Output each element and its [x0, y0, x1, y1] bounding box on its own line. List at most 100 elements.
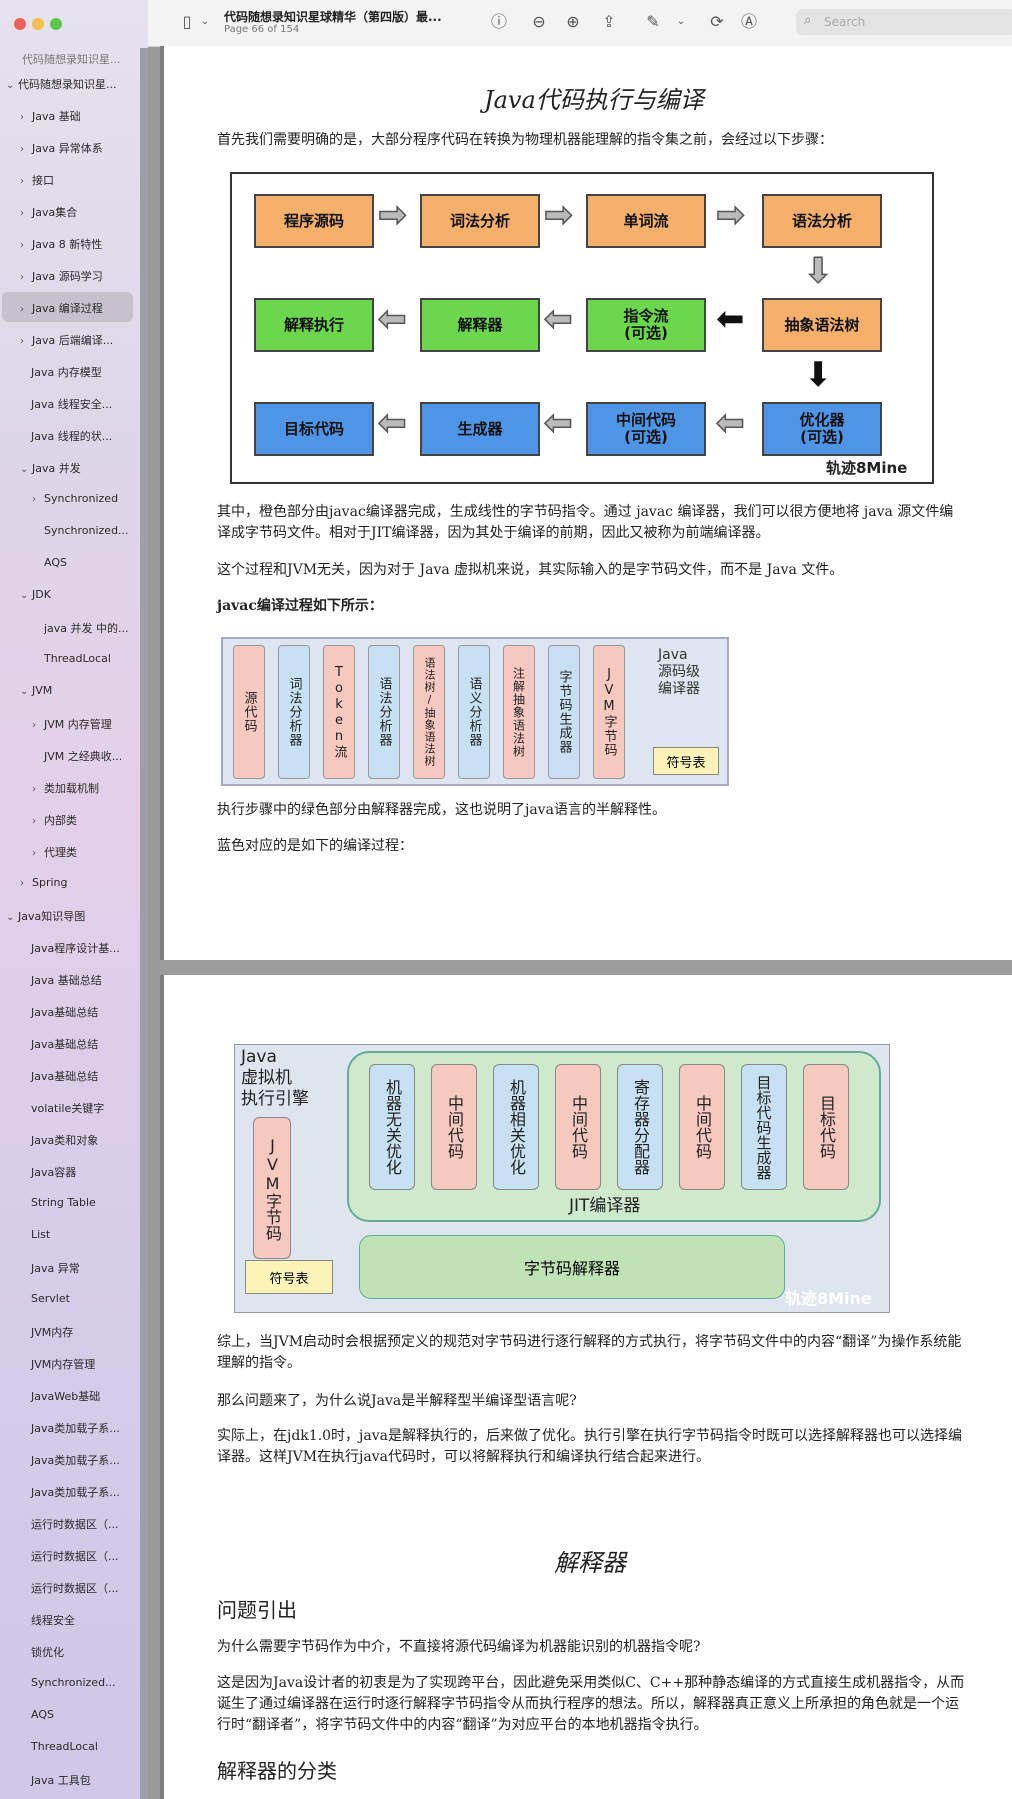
paragraph: 执行步骤中的绿色部分由解释器完成，这也说明了java语言的半解释性。 — [217, 802, 666, 818]
chevron-down-icon[interactable]: ⌄ — [676, 16, 686, 27]
zoom-window-button[interactable] — [50, 18, 62, 30]
sidebar-item[interactable]: ›Java 后端编译... — [20, 332, 113, 348]
sidebar-item[interactable]: ›JVM 内存管理 — [32, 716, 112, 732]
symbol-table-label: 符号表 — [653, 747, 719, 775]
sidebar-item[interactable]: ›代理类 — [32, 844, 77, 860]
chevron-down-icon[interactable]: ⌄ — [200, 16, 210, 27]
document-title: 代码随想录知识星球精华（第四版）最... — [224, 10, 442, 24]
sidebar-item[interactable]: Synchronized... — [44, 524, 129, 537]
sidebar-item[interactable]: Java基础总结 — [31, 1004, 98, 1020]
sidebar-item[interactable]: Java类和对象 — [31, 1132, 98, 1148]
sidebar-item[interactable]: ⌄Java 并发 — [20, 460, 81, 476]
sidebar-item[interactable]: Synchronized... — [31, 1676, 116, 1689]
sidebar-item-label: JDK — [32, 588, 51, 601]
sidebar-item[interactable]: Java 异常 — [31, 1260, 80, 1276]
sidebar-item[interactable]: AQS — [31, 1708, 54, 1721]
sidebar-item[interactable]: Java基础总结 — [31, 1068, 98, 1084]
zoom-in-icon[interactable]: ⊕ — [566, 12, 580, 31]
zoom-out-icon[interactable]: ⊖ — [532, 12, 546, 31]
sidebar-item-label: JVM内存 — [31, 1326, 74, 1339]
sidebar-item[interactable]: ›Java 8 新特性 — [20, 236, 102, 252]
sidebar-item[interactable]: String Table — [31, 1196, 96, 1209]
arrow-right-icon: ➡ — [715, 195, 745, 235]
sidebar-item[interactable]: ›接口 — [20, 172, 54, 188]
sidebar-item[interactable]: JVM内存 — [31, 1324, 73, 1340]
sidebar-item-label: Java 线程的状... — [31, 430, 113, 443]
diagram-cell: 语法树/抽象语法树 — [413, 645, 445, 779]
sidebar-item[interactable]: Java程序设计基... — [31, 940, 120, 956]
sidebar-item[interactable]: JavaWeb基础 — [31, 1388, 100, 1404]
diagram-watermark: 轨迹8Mine — [826, 459, 908, 477]
sidebar-item[interactable]: ⌄JVM — [20, 684, 52, 697]
sidebar-item[interactable]: 锁优化 — [31, 1644, 64, 1660]
sidebar-item[interactable]: ThreadLocal — [31, 1740, 98, 1753]
sidebar-item[interactable]: volatile关键字 — [31, 1100, 104, 1116]
sidebar-item[interactable]: Java类加载子系... — [31, 1484, 120, 1500]
sidebar-item[interactable]: 运行时数据区（... — [31, 1516, 119, 1532]
sidebar-item[interactable]: JVM 之经典收... — [44, 748, 122, 764]
window-controls — [14, 15, 68, 34]
minimize-window-button[interactable] — [32, 18, 44, 30]
sidebar-item[interactable]: Java 工具包 — [31, 1772, 91, 1788]
annotate-icon[interactable]: Ⓐ — [740, 12, 757, 31]
sidebar-item[interactable]: JVM内存管理 — [31, 1356, 95, 1372]
sidebar-item[interactable]: ›Java集合 — [20, 204, 77, 220]
sidebar-item[interactable]: ThreadLocal — [44, 652, 111, 665]
sidebar-item[interactable]: 线程安全 — [31, 1612, 75, 1628]
arrow-left-icon: ⬅ — [543, 299, 573, 339]
section-heading: 解释器的分类 — [217, 1759, 337, 1783]
jit-label: JIT编译器 — [569, 1196, 641, 1216]
sidebar-item-label: Synchronized — [44, 492, 119, 505]
chevron-right-icon: › — [20, 336, 24, 347]
sidebar-item-label: Java 内存模型 — [31, 366, 102, 379]
sidebar-item[interactable]: Servlet — [31, 1292, 70, 1305]
paragraph: 蓝色对应的是如下的编译过程： — [217, 838, 413, 854]
diagram-box: 单词流 — [586, 194, 706, 248]
sidebar-item[interactable]: ›Java 异常体系 — [20, 140, 103, 156]
sidebar-item[interactable]: Java基础总结 — [31, 1036, 98, 1052]
sidebar-item[interactable]: Java类加载子系... — [31, 1420, 120, 1436]
sidebar-scrollbar[interactable] — [140, 48, 148, 1799]
sidebar-item[interactable]: ›内部类 — [32, 812, 77, 828]
sidebar-item[interactable]: List — [31, 1228, 50, 1241]
sidebar-item[interactable]: Java容器 — [31, 1164, 76, 1180]
arrow-left-icon: ⬅ — [716, 299, 745, 339]
diagram-box: 程序源码 — [254, 194, 374, 248]
diagram-box: 解释器 — [420, 298, 540, 352]
sidebar-toggle-icon[interactable]: ▯ — [182, 12, 192, 31]
sidebar-item[interactable]: Java类加载子系... — [31, 1452, 120, 1468]
sidebar-item[interactable]: ›Java 基础 — [20, 108, 81, 124]
sidebar-item[interactable]: ›Synchronized — [32, 492, 118, 505]
close-window-button[interactable] — [14, 18, 26, 30]
chevron-right-icon: › — [32, 784, 36, 795]
info-icon[interactable]: ⓘ — [490, 12, 507, 31]
sidebar-item[interactable]: Java 线程安全... — [31, 396, 112, 412]
sidebar-item[interactable]: Java 线程的状... — [31, 428, 112, 444]
sidebar-item[interactable]: ›Java 编译过程 — [20, 300, 103, 316]
sidebar-item[interactable]: ⌄Java知识导图 — [6, 908, 85, 924]
bytecode-interpreter: 字节码解释器 — [359, 1235, 785, 1299]
sidebar-item[interactable]: ›Java 源码学习 — [20, 268, 103, 284]
sidebar-item[interactable]: ⌄JDK — [20, 588, 51, 601]
chevron-right-icon: › — [20, 240, 24, 251]
rotate-icon[interactable]: ⟳ — [710, 12, 724, 31]
chevron-right-icon: › — [20, 112, 24, 123]
sidebar-item[interactable]: Java 内存模型 — [31, 364, 102, 380]
share-icon[interactable]: ⇪ — [602, 12, 616, 31]
sidebar-item[interactable]: AQS — [44, 556, 67, 569]
arrow-left-icon: ⬅ — [715, 403, 745, 443]
sidebar-item[interactable]: 运行时数据区（... — [31, 1580, 119, 1596]
sidebar-item[interactable]: ›Spring — [20, 876, 68, 889]
paragraph: 这是因为Java设计者的初衷是为了实现跨平台，因此避免采用类似C、C++那种静态… — [217, 1675, 965, 1733]
paragraph: javac编译过程如下所示： — [217, 598, 383, 614]
sidebar-item-label: 内部类 — [44, 814, 77, 827]
sidebar-root[interactable]: ⌄代码随想录知识星... — [6, 78, 117, 91]
sidebar-item-label: Java类加载子系... — [31, 1486, 120, 1499]
sidebar-item[interactable]: 运行时数据区（... — [31, 1548, 119, 1564]
search-field[interactable]: ⌕ Search — [796, 9, 1012, 35]
sidebar-item[interactable]: java 并发 中的... — [44, 620, 129, 636]
page-edge — [160, 46, 164, 1799]
sidebar-item[interactable]: Java 基础总结 — [31, 972, 102, 988]
markup-pen-icon[interactable]: ✎ — [646, 12, 660, 31]
sidebar-item[interactable]: ›类加载机制 — [32, 780, 99, 796]
